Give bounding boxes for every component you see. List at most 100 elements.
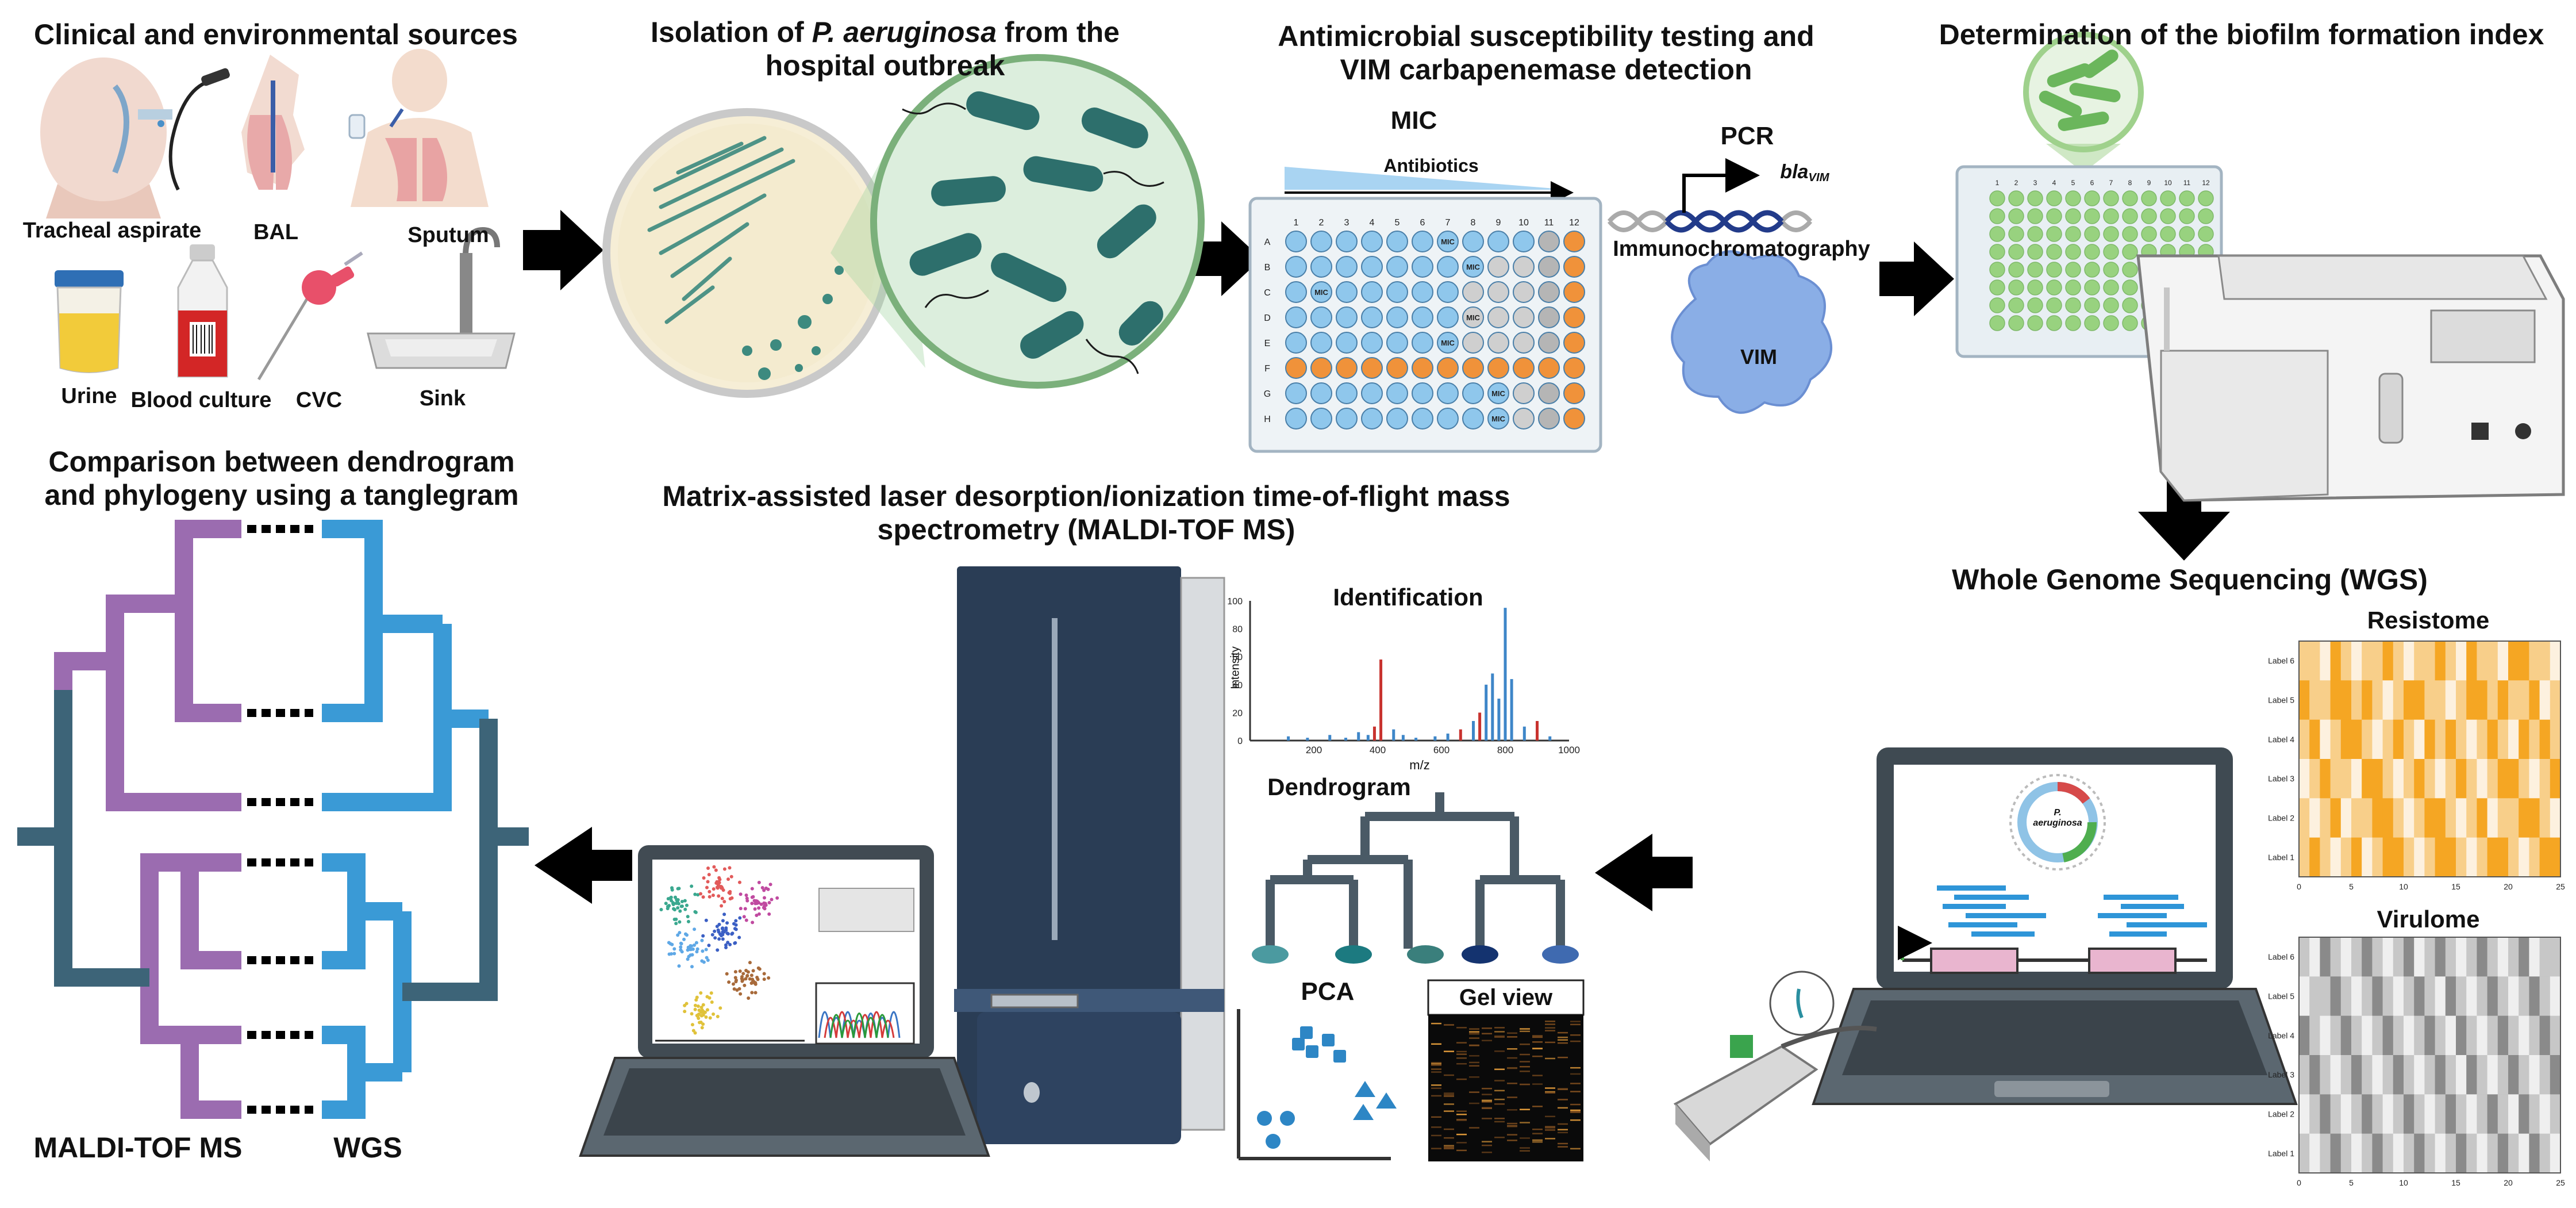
heatmap-cell — [2435, 759, 2446, 799]
isolation-title-pre: Isolation of — [651, 16, 812, 48]
plate-well — [1437, 382, 1459, 404]
heatmap-cell — [2320, 798, 2331, 838]
biofilm-well — [1989, 244, 2005, 260]
heatmap-row-label: Label 6 — [2268, 656, 2294, 665]
gel-band — [1482, 1118, 1492, 1119]
gel-band — [1494, 1090, 1505, 1092]
plate-well — [1462, 408, 1484, 429]
scatter-point — [693, 927, 697, 931]
scatter-point — [726, 941, 730, 945]
scatter-point — [691, 1029, 695, 1033]
heatmap-cell — [2445, 759, 2456, 799]
heatmap-cell — [2456, 1094, 2467, 1134]
biofilm-col-label: 1 — [1996, 179, 2000, 187]
biofilm-well — [2065, 297, 2081, 313]
biofilm-well — [2027, 297, 2043, 313]
scatter-point — [721, 919, 725, 923]
heatmap-cell — [2330, 837, 2342, 877]
heatmap-cell — [2414, 641, 2425, 681]
plate-well — [1487, 382, 1509, 404]
gel-band — [1482, 1101, 1492, 1103]
scatter-point — [751, 921, 755, 925]
maldi-laptop-illustration — [579, 845, 990, 1157]
scatter-point — [702, 1010, 706, 1014]
biofilm-well — [2065, 244, 2081, 260]
sample-label-blood-culture: Blood culture — [130, 388, 272, 412]
gel-band — [1431, 1043, 1441, 1045]
heatmap-cell — [2414, 1055, 2425, 1095]
scatter-point — [699, 892, 703, 896]
scatter-point — [699, 1010, 703, 1014]
gel-band — [1431, 1064, 1441, 1066]
heatmap-cell — [2466, 837, 2477, 877]
plate-well — [1412, 332, 1433, 354]
heatmap-cell — [2445, 1055, 2456, 1095]
plate-well — [1538, 256, 1560, 278]
scatter-point — [716, 886, 720, 890]
plate-well — [1538, 382, 1560, 404]
biofilm-well — [2179, 208, 2195, 224]
plate-well — [1285, 306, 1307, 328]
biofilm-well — [2027, 279, 2043, 296]
heatmap-cell — [2529, 641, 2540, 681]
sequencing-reads-illustration — [1898, 885, 2207, 974]
flow-arrow-1 — [523, 210, 603, 290]
gel-band — [1570, 1040, 1581, 1042]
scatter-point — [698, 1021, 702, 1025]
heatmap-cell — [2362, 1055, 2373, 1095]
plate-well — [1310, 231, 1332, 252]
scatter-point — [672, 952, 676, 956]
heatmap-cell — [2351, 837, 2362, 877]
plate-well — [1538, 408, 1560, 429]
spectrum-peak — [1414, 738, 1418, 741]
plate-well — [1487, 281, 1509, 303]
heatmap-x-tick: 5 — [2349, 882, 2354, 891]
heatmap-cell — [2393, 680, 2404, 720]
plate-well — [1336, 382, 1358, 404]
heatmap-cell — [2508, 641, 2519, 681]
heatmap-cell — [2477, 1133, 2488, 1174]
gel-band — [1494, 1036, 1505, 1038]
gel-band — [1431, 1126, 1441, 1128]
vim-protein-label: VIM — [1740, 345, 1777, 369]
heatmap-cell — [2299, 719, 2310, 760]
heatmap-cell — [2382, 719, 2394, 760]
plate-well — [1563, 231, 1585, 252]
heatmap-cell — [2309, 976, 2320, 1017]
scatter-point — [713, 929, 717, 933]
gel-band — [1456, 1053, 1467, 1055]
gel-band — [1545, 1021, 1555, 1022]
plate-well — [1563, 306, 1585, 328]
scatter-point — [741, 972, 745, 976]
biofilm-well — [2084, 208, 2100, 224]
plate-well — [1310, 382, 1332, 404]
heatmap-cell — [2497, 719, 2509, 760]
scatter-point — [753, 907, 757, 911]
scatter-point — [699, 991, 703, 995]
heatmap-cell — [2539, 719, 2551, 760]
scatter-point — [744, 893, 748, 898]
plate-well — [1437, 306, 1459, 328]
heatmap-cell — [2508, 680, 2519, 720]
scatter-point — [716, 880, 720, 884]
scatter-point — [737, 880, 741, 884]
gel-band — [1469, 1028, 1479, 1030]
heatmap-cell — [2393, 759, 2404, 799]
plate-col-label: 6 — [1420, 218, 1425, 228]
ast-title: Antimicrobial susceptibility testing and… — [1241, 20, 1851, 86]
flow-arrow-down — [2138, 466, 2230, 561]
plate-well — [1513, 382, 1535, 404]
scatter-point — [722, 929, 726, 933]
scatter-point — [740, 975, 744, 979]
gel-band — [1456, 1042, 1467, 1044]
scatter-point — [726, 877, 730, 881]
heatmap-cell — [2340, 759, 2352, 799]
biofilm-col-label: 9 — [2147, 179, 2151, 187]
plate-well — [1563, 408, 1585, 429]
scatter-point — [756, 977, 760, 981]
heatmap-cell — [2404, 1094, 2414, 1134]
heatmap-cell — [2414, 680, 2425, 720]
scatter-point — [695, 950, 699, 954]
scatter-point — [744, 977, 748, 981]
